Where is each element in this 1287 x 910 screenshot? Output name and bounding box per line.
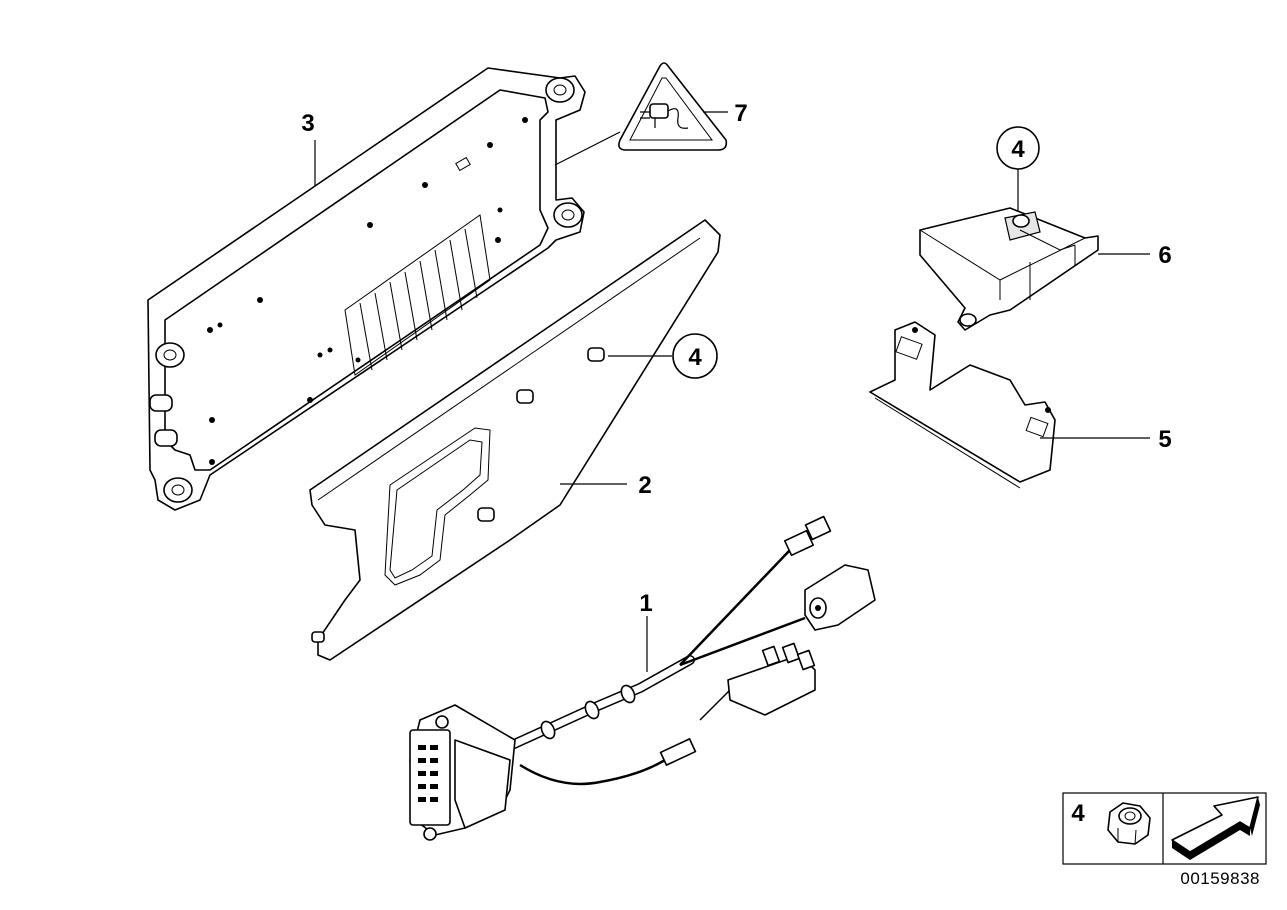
callout-3: 3 xyxy=(301,110,314,137)
heat-sink-fins xyxy=(344,214,491,376)
svg-text:6: 6 xyxy=(1158,242,1171,269)
hex-nut-icon xyxy=(1107,802,1151,845)
svg-text:4: 4 xyxy=(1011,136,1025,163)
document-number: 00159838 xyxy=(1180,869,1260,888)
svg-text:4: 4 xyxy=(1071,800,1085,827)
svg-text:2: 2 xyxy=(638,472,651,499)
part-6-control-unit xyxy=(919,207,1099,331)
callout-2: 2 xyxy=(638,472,651,499)
callout-6: 6 xyxy=(1158,242,1171,269)
callout-1: 1 xyxy=(639,590,652,617)
svg-text:4: 4 xyxy=(688,344,702,371)
callout-5: 5 xyxy=(1158,426,1171,453)
svg-text:5: 5 xyxy=(1158,426,1171,453)
callout-4-circle-bracket: 4 xyxy=(672,333,718,379)
connector-pins xyxy=(418,745,438,802)
part-7-warning-label xyxy=(618,62,728,151)
svg-text:1: 1 xyxy=(639,590,652,617)
legend-box: 4 xyxy=(1062,792,1267,865)
callout-4-circle-top: 4 xyxy=(996,126,1040,170)
part-1-wiring-harness xyxy=(409,515,876,841)
callout-7: 7 xyxy=(734,100,747,127)
part-2-bracket xyxy=(309,219,721,661)
mounting-holes xyxy=(207,117,528,465)
direction-arrow-icon xyxy=(1171,796,1260,860)
svg-text:3: 3 xyxy=(301,110,314,137)
bracket-studs xyxy=(311,347,605,643)
part-3-module xyxy=(147,67,586,511)
part-5-holder xyxy=(869,321,1056,489)
leader-lines xyxy=(314,111,1150,672)
svg-text:7: 7 xyxy=(734,100,747,127)
